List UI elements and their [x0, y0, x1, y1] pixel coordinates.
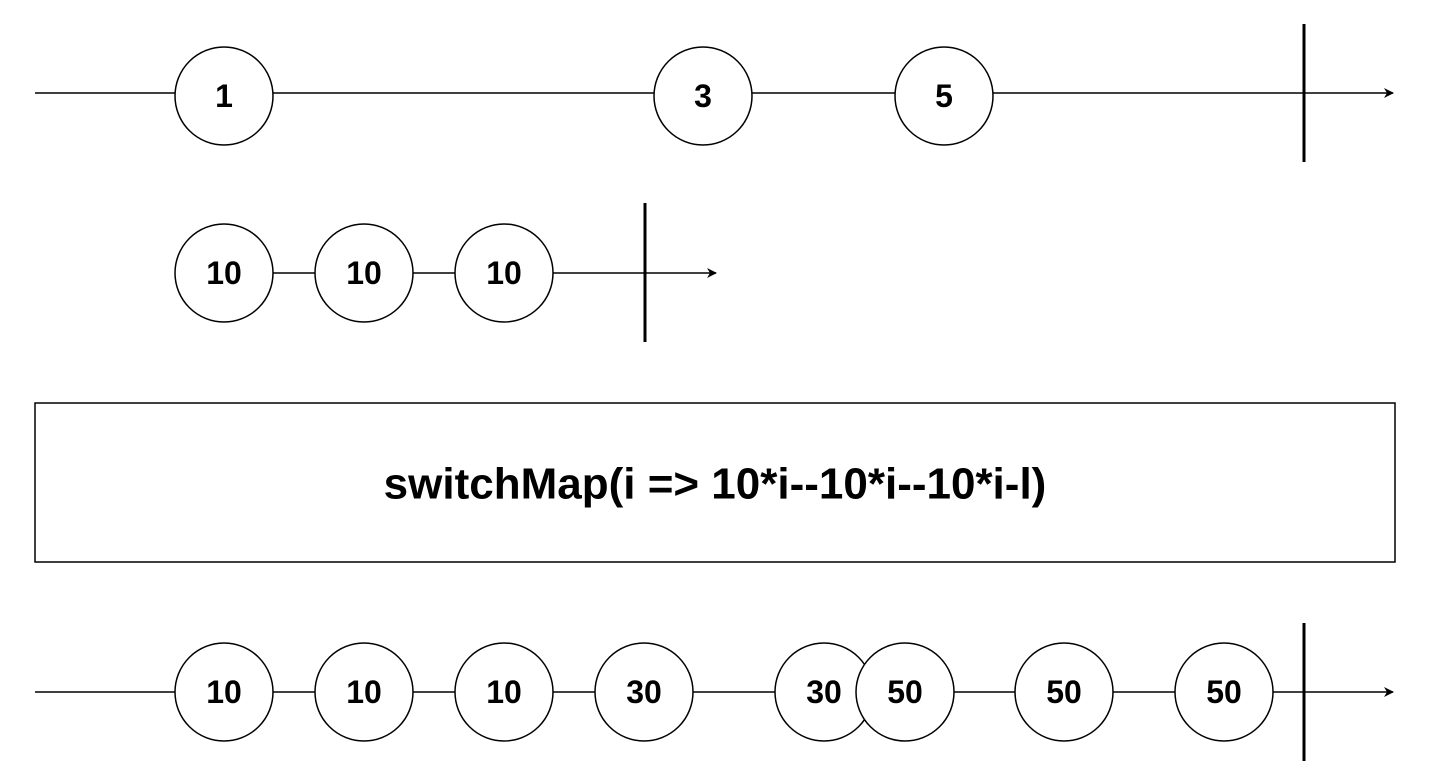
inner-marble-1: 10 — [174, 223, 274, 323]
output-marble-2: 10 — [314, 642, 414, 742]
source-marble-3: 5 — [894, 46, 994, 146]
output-marble-1-label: 10 — [206, 674, 242, 710]
output-timeline: 10 10 10 30 30 50 50 50 — [35, 623, 1394, 761]
inner-marble-2-label: 10 — [346, 255, 382, 291]
operator-label: switchMap(i => 10*i--10*i--10*i-l) — [384, 460, 1047, 509]
inner-marble-2: 10 — [314, 223, 414, 323]
source-marble-1: 1 — [174, 46, 274, 146]
inner-marble-1-label: 10 — [206, 255, 242, 291]
output-marble-6: 50 — [855, 642, 955, 742]
output-marble-8-label: 50 — [1206, 674, 1242, 710]
output-marble-7: 50 — [1014, 642, 1114, 742]
output-marble-8: 50 — [1174, 642, 1274, 742]
inner-marble-3-label: 10 — [486, 255, 522, 291]
source-timeline: 1 3 5 — [35, 24, 1394, 162]
output-marble-1: 10 — [174, 642, 274, 742]
output-marble-4-label: 30 — [626, 674, 662, 710]
output-marble-2-label: 10 — [346, 674, 382, 710]
output-marble-7-label: 50 — [1046, 674, 1082, 710]
source-marble-3-label: 5 — [935, 78, 953, 114]
inner-timeline: 10 10 10 — [174, 203, 717, 342]
output-marble-4: 30 — [594, 642, 694, 742]
source-marble-1-label: 1 — [215, 78, 233, 114]
source-marble-2: 3 — [653, 46, 753, 146]
inner-marble-3: 10 — [454, 223, 554, 323]
output-marble-5: 30 — [774, 642, 874, 742]
output-marble-3-label: 10 — [486, 674, 522, 710]
output-marble-6-label: 50 — [887, 674, 923, 710]
output-marble-5-label: 30 — [806, 674, 842, 710]
operator-box: switchMap(i => 10*i--10*i--10*i-l) — [34, 402, 1396, 563]
source-marble-2-label: 3 — [694, 78, 712, 114]
output-marble-3: 10 — [454, 642, 554, 742]
